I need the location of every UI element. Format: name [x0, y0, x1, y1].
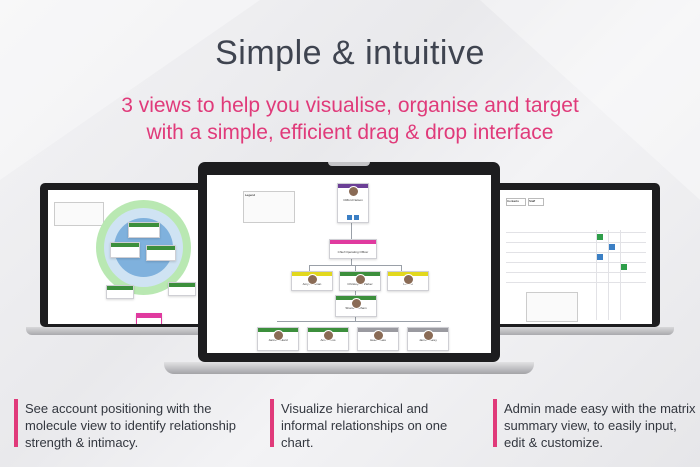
matrix-cell-marker[interactable]: [597, 254, 603, 260]
org-card-manager[interactable]: Sharon Durham: [335, 295, 377, 317]
feature-hierarchy-view: Visualize hierarchical and informal rela…: [281, 401, 448, 450]
matrix-row: [506, 252, 646, 253]
filter-label: Contacts: [507, 199, 519, 203]
org-card[interactable]: Ann Barros: [307, 327, 349, 351]
connector-line: [355, 315, 356, 321]
filter-label: Staff: [529, 199, 536, 203]
laptop-base: [478, 327, 674, 335]
connector-line: [355, 289, 356, 295]
connector-line: [355, 265, 356, 271]
contact-card[interactable]: [106, 285, 134, 299]
laptop-screen: Contacts Staff: [492, 183, 660, 327]
matrix-row: [506, 282, 646, 283]
molecule-view-screenshot: [48, 190, 200, 324]
connector-line: [351, 221, 352, 239]
org-card[interactable]: Janna Clarey: [407, 327, 449, 351]
feature-matrix-view: Admin made easy with the matrix summary …: [504, 401, 696, 450]
org-chart-laptop: Legend Clifford Nelson Chief Operating O…: [164, 162, 534, 376]
filter-dropdown-contacts[interactable]: Contacts: [506, 198, 526, 206]
matrix-column: [608, 230, 609, 320]
org-card[interactable]: Linford: [387, 271, 429, 291]
org-card[interactable]: Heath Gass: [357, 327, 399, 351]
legend-title: Legend: [245, 193, 256, 197]
matrix-cell-marker[interactable]: [609, 244, 615, 250]
molecule-view-laptop: [26, 183, 222, 335]
org-chart-screenshot: Legend Clifford Nelson Chief Operating O…: [207, 175, 491, 353]
camera-notch: [328, 162, 370, 166]
filter-dropdown-staff[interactable]: Staff: [528, 198, 544, 206]
laptop-screen: Legend Clifford Nelson Chief Operating O…: [198, 162, 500, 362]
contact-card[interactable]: [110, 242, 140, 258]
legend: Legend: [243, 191, 295, 223]
laptop-base: [26, 327, 222, 335]
feature-molecule-view: See account positioning with the molecul…: [25, 401, 236, 450]
matrix-row: [506, 232, 646, 233]
contact-card[interactable]: [128, 222, 160, 238]
matrix-column: [620, 230, 621, 320]
matrix-column: [596, 230, 597, 320]
contact-card[interactable]: [168, 282, 196, 296]
matrix-view-screenshot: Contacts Staff: [500, 190, 652, 324]
feature-accent-bar: [493, 399, 497, 447]
role-title: Chief Operating Officer: [337, 250, 369, 254]
org-card-coo[interactable]: Chief Operating Officer: [329, 239, 377, 259]
contact-card[interactable]: [146, 245, 176, 261]
background-shape: [0, 0, 260, 180]
matrix-row: [506, 272, 646, 273]
feature-accent-bar: [14, 399, 18, 447]
laptop-screen: [40, 183, 208, 327]
connector-line: [401, 265, 402, 271]
connector-line: [309, 265, 310, 271]
subtitle-line: 3 views to help you visualise, organise …: [121, 94, 579, 117]
connector-line: [351, 257, 352, 265]
matrix-cell-marker[interactable]: [597, 234, 603, 240]
page-title: Simple & intuitive: [215, 34, 485, 72]
feature-accent-bar: [270, 399, 274, 447]
contact-card[interactable]: [136, 313, 162, 324]
org-card[interactable]: Christopher Parker: [339, 271, 381, 291]
page-subtitle: 3 views to help you visualise, organise …: [0, 92, 700, 146]
org-card-ceo[interactable]: Clifford Nelson: [337, 183, 369, 223]
legend-icons: [301, 191, 331, 221]
matrix-cell-marker[interactable]: [621, 264, 627, 270]
legend: [54, 202, 104, 226]
matrix-row: [506, 242, 646, 243]
org-card[interactable]: Amy Newman: [291, 271, 333, 291]
subtitle-line: with a simple, efficient drag & drop int…: [146, 121, 554, 144]
org-card[interactable]: Janina Bollard: [257, 327, 299, 351]
matrix-view-laptop: Contacts Staff: [478, 183, 674, 335]
legend: [526, 292, 578, 322]
person-name: Clifford Nelson: [343, 198, 363, 202]
connector-line: [277, 321, 441, 322]
laptop-base: [164, 362, 534, 374]
matrix-row: [506, 262, 646, 263]
